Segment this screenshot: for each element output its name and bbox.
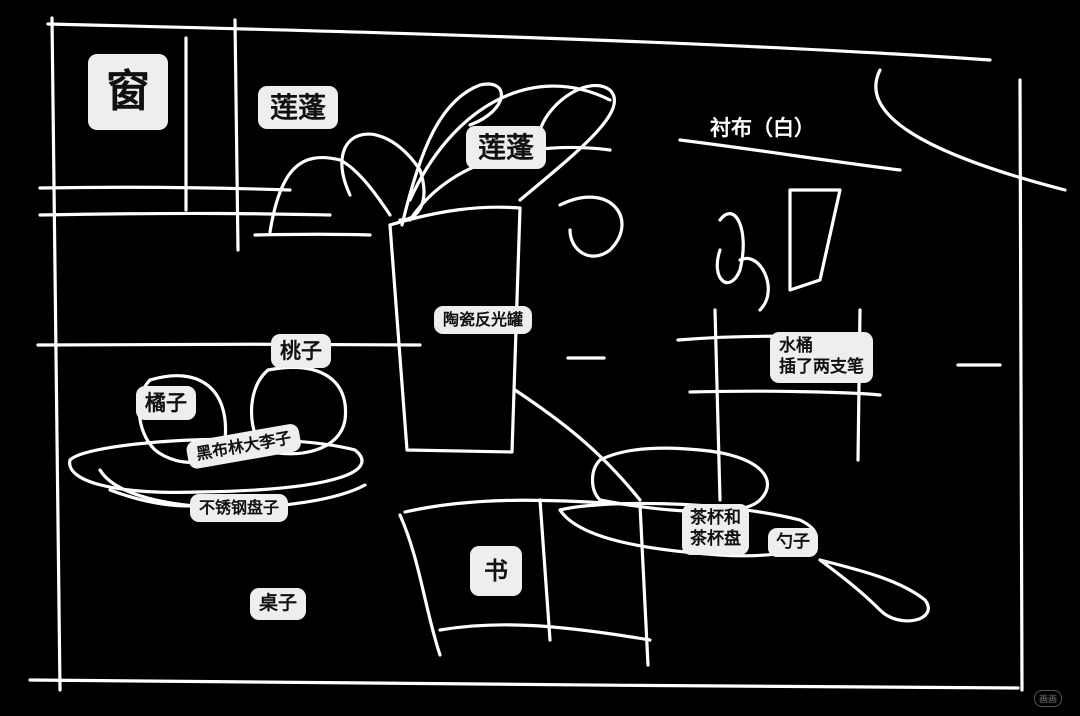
frame-line — [46, 22, 992, 62]
window-frame-line — [38, 185, 292, 192]
label-peach: 桃子 — [271, 334, 331, 369]
frame-line — [50, 16, 62, 692]
pen-line — [715, 212, 745, 284]
label-orange: 橘子 — [136, 386, 196, 421]
label-ceramic-jar: 陶瓷反光罐 — [434, 306, 533, 334]
label-spoon: 勺子 — [768, 528, 818, 558]
label-bucket-line2: 插了两支笔 — [779, 357, 864, 378]
lotus-stem-line — [268, 155, 392, 234]
lotus-stem-line — [400, 82, 503, 227]
label-cloth: 衬布（白） — [710, 116, 815, 140]
window-frame-line — [38, 211, 332, 217]
book-outline — [398, 513, 442, 657]
book-outline — [403, 498, 642, 514]
label-book: 书 — [470, 546, 522, 596]
cloth-fold-line — [678, 138, 902, 172]
label-lotus-pod-1: 莲蓬 — [258, 86, 339, 129]
bucket-outline — [688, 389, 882, 397]
label-table: 桌子 — [250, 588, 307, 620]
table-edge-line — [36, 342, 422, 347]
label-teacup: 茶杯和 茶杯盘 — [682, 504, 749, 555]
frame-line — [1018, 78, 1024, 692]
label-steel-plate: 不锈钢盘子 — [190, 494, 289, 522]
label-window: 窗 — [88, 54, 168, 130]
jar-highlight-line — [513, 388, 642, 502]
teacup-outline — [590, 446, 770, 514]
book-outline — [538, 498, 552, 642]
jar-outline — [388, 205, 522, 454]
label-teacup-line1: 茶杯和 — [690, 508, 741, 528]
label-lotus-pod-2: 莲蓬 — [466, 126, 547, 169]
plate-outline — [68, 437, 364, 494]
bucket-outline — [713, 308, 722, 502]
lotus-stem-line — [408, 84, 612, 202]
signature: 画画 — [1034, 690, 1063, 707]
pen-line — [788, 188, 842, 292]
pen-line — [738, 256, 770, 312]
window-frame-line — [233, 18, 240, 252]
lotus-stem-line — [558, 195, 624, 258]
label-bucket-line1: 水桶 — [779, 336, 813, 356]
book-outline — [438, 623, 652, 642]
cloth-fold-line — [874, 68, 1067, 192]
label-bucket: 水桶 插了两支笔 — [770, 332, 873, 383]
lotus-stem-line — [518, 83, 617, 202]
peach-outline — [249, 365, 348, 456]
frame-line — [28, 678, 1020, 690]
window-frame-line — [253, 232, 372, 237]
label-teacup-line2: 茶杯盘 — [690, 529, 741, 550]
spoon-outline — [818, 558, 930, 623]
